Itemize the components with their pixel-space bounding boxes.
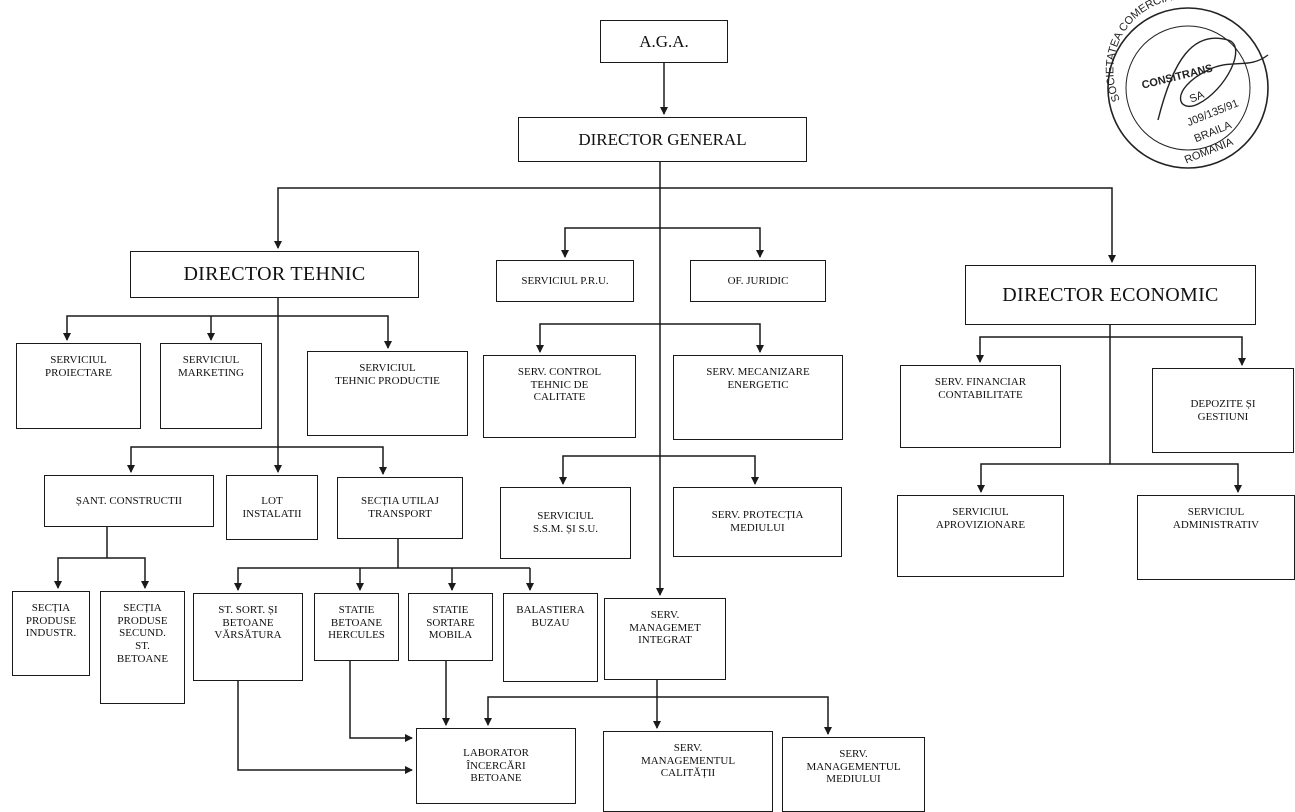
serviciul-administrativ-box: SERVICIUL ADMINISTRATIV [1137,495,1295,580]
sectia-produse-secund-label: SECȚIA PRODUSE SECUND. ST. BETOANE [116,602,169,665]
serv-man-calitatii-box: SERV. MANAGEMENTUL CALITĂȚII [603,731,773,812]
serv-mecanizare-box: SERV. MECANIZARE ENERGETIC [673,355,843,440]
sectia-utilaj-label: SECȚIA UTILAJ TRANSPORT [361,495,439,520]
stamp-line1: SA [1188,89,1207,106]
serviciul-tehnic-productie-label: SERVICIUL TEHNIC PRODUCTIE [335,362,440,387]
lot-instalatii-box: LOT INSTALATII [226,475,318,540]
serviciul-pru-box: SERVICIUL P.R.U. [496,260,634,302]
serv-management-integrat-box: SERV. MANAGEMET INTEGRAT [604,598,726,680]
serviciul-administrativ-label: SERVICIUL ADMINISTRATIV [1172,506,1260,531]
serv-man-mediului-label: SERV. MANAGEMENTUL MEDIULUI [806,748,901,786]
serv-control-tehnic-label: SERV. CONTROL TEHNIC DE CALITATE [517,366,602,404]
sant-constructii-box: ȘANT. CONSTRUCTII [44,475,214,527]
serv-mecanizare-label: SERV. MECANIZARE ENERGETIC [706,366,810,391]
statie-hercules-label: STATIE BETOANE HERCULES [328,604,385,642]
stamp-line4: ROMANIA [1183,136,1236,167]
depozite-box: DEPOZITE ȘI GESTIUNI [1152,368,1294,453]
aga-label: A.G.A. [639,31,689,51]
serviciul-aprovizionare-box: SERVICIUL APROVIZIONARE [897,495,1064,577]
serviciul-marketing-box: SERVICIUL MARKETING [160,343,262,429]
statie-hercules-box: STATIE BETOANE HERCULES [314,593,399,661]
depozite-label: DEPOZITE ȘI GESTIUNI [1190,397,1256,423]
serviciul-pru-label: SERVICIUL P.R.U. [521,274,609,287]
director-general-label: DIRECTOR GENERAL [578,129,747,149]
company-stamp: SOCIETATEA COMERCIALA CONSITRANS SA J09/… [1104,0,1269,169]
sectia-produse-industr-box: SECȚIA PRODUSE INDUSTR. [12,591,90,676]
sectia-utilaj-box: SECȚIA UTILAJ TRANSPORT [337,477,463,539]
sectia-produse-industr-label: SECȚIA PRODUSE INDUSTR. [25,602,77,640]
serviciul-aprovizionare-label: SERVICIUL APROVIZIONARE [935,506,1026,531]
sant-constructii-label: ȘANT. CONSTRUCTII [75,494,183,507]
st-sort-box: ST. SORT. ȘI BETOANE VĂRSĂTURA [193,593,303,681]
serviciul-tehnic-productie-box: SERVICIUL TEHNIC PRODUCTIE [307,351,468,436]
st-sort-label: ST. SORT. ȘI BETOANE VĂRSĂTURA [214,604,282,642]
director-economic-label: DIRECTOR ECONOMIC [1002,283,1219,306]
director-tehnic-box: DIRECTOR TEHNIC [130,251,419,298]
laborator-box: LABORATOR ÎNCERCĂRI BETOANE [416,728,576,804]
of-juridic-label: OF. JURIDIC [727,274,789,287]
serv-protectia-label: SERV. PROTECȚIA MEDIULUI [711,509,804,534]
balastiera-box: BALASTIERA BUZAU [503,593,598,682]
serviciul-marketing-label: SERVICIUL MARKETING [178,354,244,379]
statie-sortare-box: STATIE SORTARE MOBILA [408,593,493,661]
statie-sortare-label: STATIE SORTARE MOBILA [426,604,475,642]
director-general-box: DIRECTOR GENERAL [518,117,807,162]
serv-man-calitatii-label: SERV. MANAGEMENTUL CALITĂȚII [640,742,736,780]
serv-financiar-box: SERV. FINANCIAR CONTABILITATE [900,365,1061,448]
of-juridic-box: OF. JURIDIC [690,260,826,302]
lot-instalatii-label: LOT INSTALATII [242,494,302,520]
serviciul-proiectare-box: SERVICIUL PROIECTARE [16,343,141,429]
serv-protectia-box: SERV. PROTECȚIA MEDIULUI [673,487,842,557]
signature-scribble [1157,37,1269,121]
serv-management-integrat-label: SERV. MANAGEMET INTEGRAT [629,609,701,647]
aga-box: A.G.A. [600,20,728,63]
director-economic-box: DIRECTOR ECONOMIC [965,265,1256,325]
sectia-produse-secund-box: SECȚIA PRODUSE SECUND. ST. BETOANE [100,591,185,704]
serv-man-mediului-box: SERV. MANAGEMENTUL MEDIULUI [782,737,925,812]
serv-control-tehnic-box: SERV. CONTROL TEHNIC DE CALITATE [483,355,636,438]
serviciul-proiectare-label: SERVICIUL PROIECTARE [45,354,112,379]
serv-financiar-label: SERV. FINANCIAR CONTABILITATE [934,376,1027,401]
balastiera-label: BALASTIERA BUZAU [516,604,585,629]
serviciul-ssm-box: SERVICIUL S.S.M. ȘI S.U. [500,487,631,559]
serviciul-ssm-label: SERVICIUL S.S.M. ȘI S.U. [532,510,599,535]
director-tehnic-label: DIRECTOR TEHNIC [183,263,366,285]
laborator-label: LABORATOR ÎNCERCĂRI BETOANE [463,747,529,785]
